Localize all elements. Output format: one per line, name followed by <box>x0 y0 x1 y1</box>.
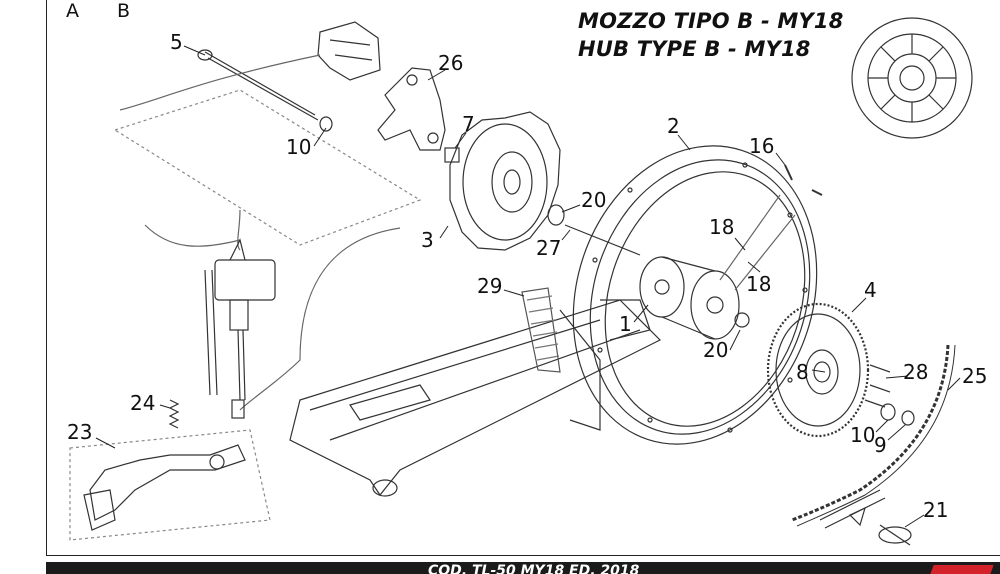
title-english: HUB TYPE B - MY18 <box>578 37 811 61</box>
pin-5 <box>197 49 333 132</box>
brake-pedal <box>69 429 271 541</box>
callout-20-upper: 20 <box>581 188 607 212</box>
callout-10-left: 10 <box>286 135 312 159</box>
exploded-view-drawing <box>69 17 973 546</box>
callout-10-right: 10 <box>850 423 876 447</box>
callout-24: 24 <box>130 391 156 415</box>
wheel-hub <box>639 256 750 340</box>
rear-wheel-rim <box>572 145 818 445</box>
title-italian: MOZZO TIPO B - MY18 <box>578 9 844 33</box>
master-cylinder <box>204 238 276 419</box>
chain-guard <box>521 287 561 373</box>
caliper-bracket <box>377 67 446 151</box>
callout-3: 3 <box>421 228 434 252</box>
nut-9 <box>901 410 915 426</box>
footer-bar: COD. TL-50 MY18 ED. 2018 <box>46 562 1000 574</box>
callout-27: 27 <box>536 236 562 260</box>
hub-type-b-inset <box>851 17 973 139</box>
callout-25: 25 <box>962 364 988 388</box>
callout-16: 16 <box>749 134 775 158</box>
callout-20-lower: 20 <box>703 338 729 362</box>
spacer-20-left <box>547 204 565 226</box>
callout-18-upper: 18 <box>709 215 735 239</box>
drive-chain <box>791 344 956 527</box>
callout-28: 28 <box>903 360 929 384</box>
callout-18-lower: 18 <box>746 272 772 296</box>
footer-code: COD. TL-50 MY18 ED. 2018 <box>428 563 640 574</box>
chain-master-link <box>819 489 912 546</box>
return-spring <box>168 399 180 429</box>
callout-9: 9 <box>874 433 887 457</box>
callout-1: 1 <box>619 312 632 336</box>
brand-logo <box>930 565 994 574</box>
callout-4: 4 <box>864 278 877 302</box>
sprocket-bolts <box>864 364 891 408</box>
callout-5: 5 <box>170 30 183 54</box>
callout-8: 8 <box>796 360 809 384</box>
callout-29: 29 <box>477 274 503 298</box>
callout-26: 26 <box>438 51 464 75</box>
spacer-7 <box>444 147 460 163</box>
brake-disc <box>449 111 561 251</box>
column-label-a: A <box>66 0 79 22</box>
callout-21: 21 <box>923 498 949 522</box>
callout-23: 23 <box>67 420 93 444</box>
washer-10 <box>880 403 896 421</box>
callout-2: 2 <box>667 114 680 138</box>
column-label-b: B <box>117 0 131 22</box>
swingarm <box>289 299 662 497</box>
callout-7: 7 <box>462 112 475 136</box>
axle-27 <box>564 224 641 256</box>
rear-sprocket <box>766 302 870 438</box>
brake-caliper <box>317 21 381 81</box>
